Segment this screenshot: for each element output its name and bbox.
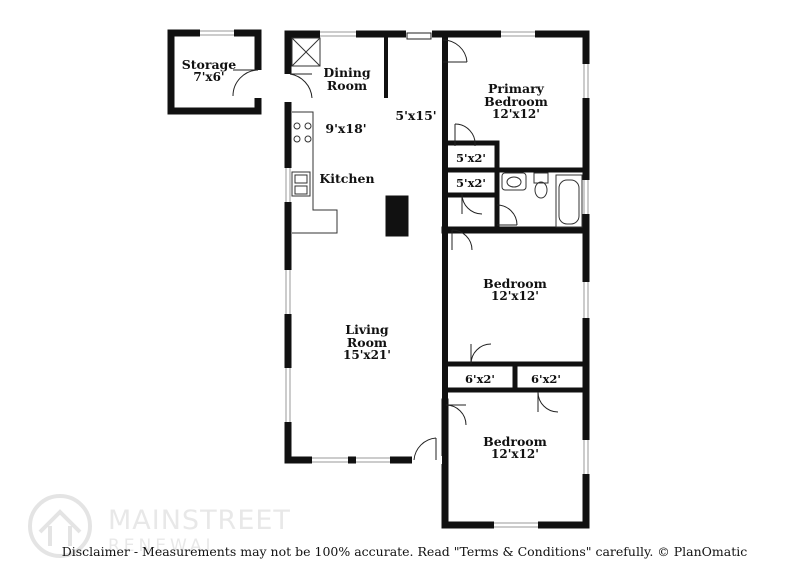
watermark-line1: MAINSTREET [108,505,291,536]
closet-a-size: 6'x2' [465,372,495,386]
hall-size: 5'x15' [395,108,436,123]
bedroom-2-name: Bedroom [483,276,547,291]
kitchen-fixtures [291,111,409,237]
storage-walls [167,29,262,115]
kitchen-size: 9'x18' [325,121,366,136]
bathroom-fixtures [501,172,583,228]
room-labels: Storage 7'x6' Dining Room 5'x15' Primary… [182,57,561,461]
windows [284,30,590,529]
bedroom-2-size: 12'x12' [491,289,539,303]
bedroom-3-name: Bedroom [483,434,547,449]
doors [284,30,559,464]
living-size: 15'x21' [343,348,391,362]
primary-bedroom-name-line2: Bedroom [484,94,548,109]
living-name-line1: Living [345,322,389,337]
primary-bedroom-size: 12'x12' [492,107,540,121]
closet-b-size: 6'x2' [531,372,561,386]
primary-bedroom-name-line1: Primary [488,81,545,96]
kitchen-name: Kitchen [319,171,374,186]
closet-primary-size: 5'x2' [456,151,486,165]
storage-name: Storage [182,57,237,72]
dining-name-line1: Dining [323,65,371,80]
kitchen-island [385,195,409,237]
dining-name-line2: Room [327,78,367,93]
bath-size: 5'x2' [456,176,486,190]
watermark-line2: RENEWAL [108,536,219,556]
watermark-logo: MAINSTREET RENEWAL [28,494,291,558]
bedroom-3-size: 12'x12' [491,447,539,461]
living-name-line2: Room [347,335,387,350]
disclaimer-text: Disclaimer - Measurements may not be 100… [61,544,748,559]
storage-size: 7'x6' [193,70,224,84]
